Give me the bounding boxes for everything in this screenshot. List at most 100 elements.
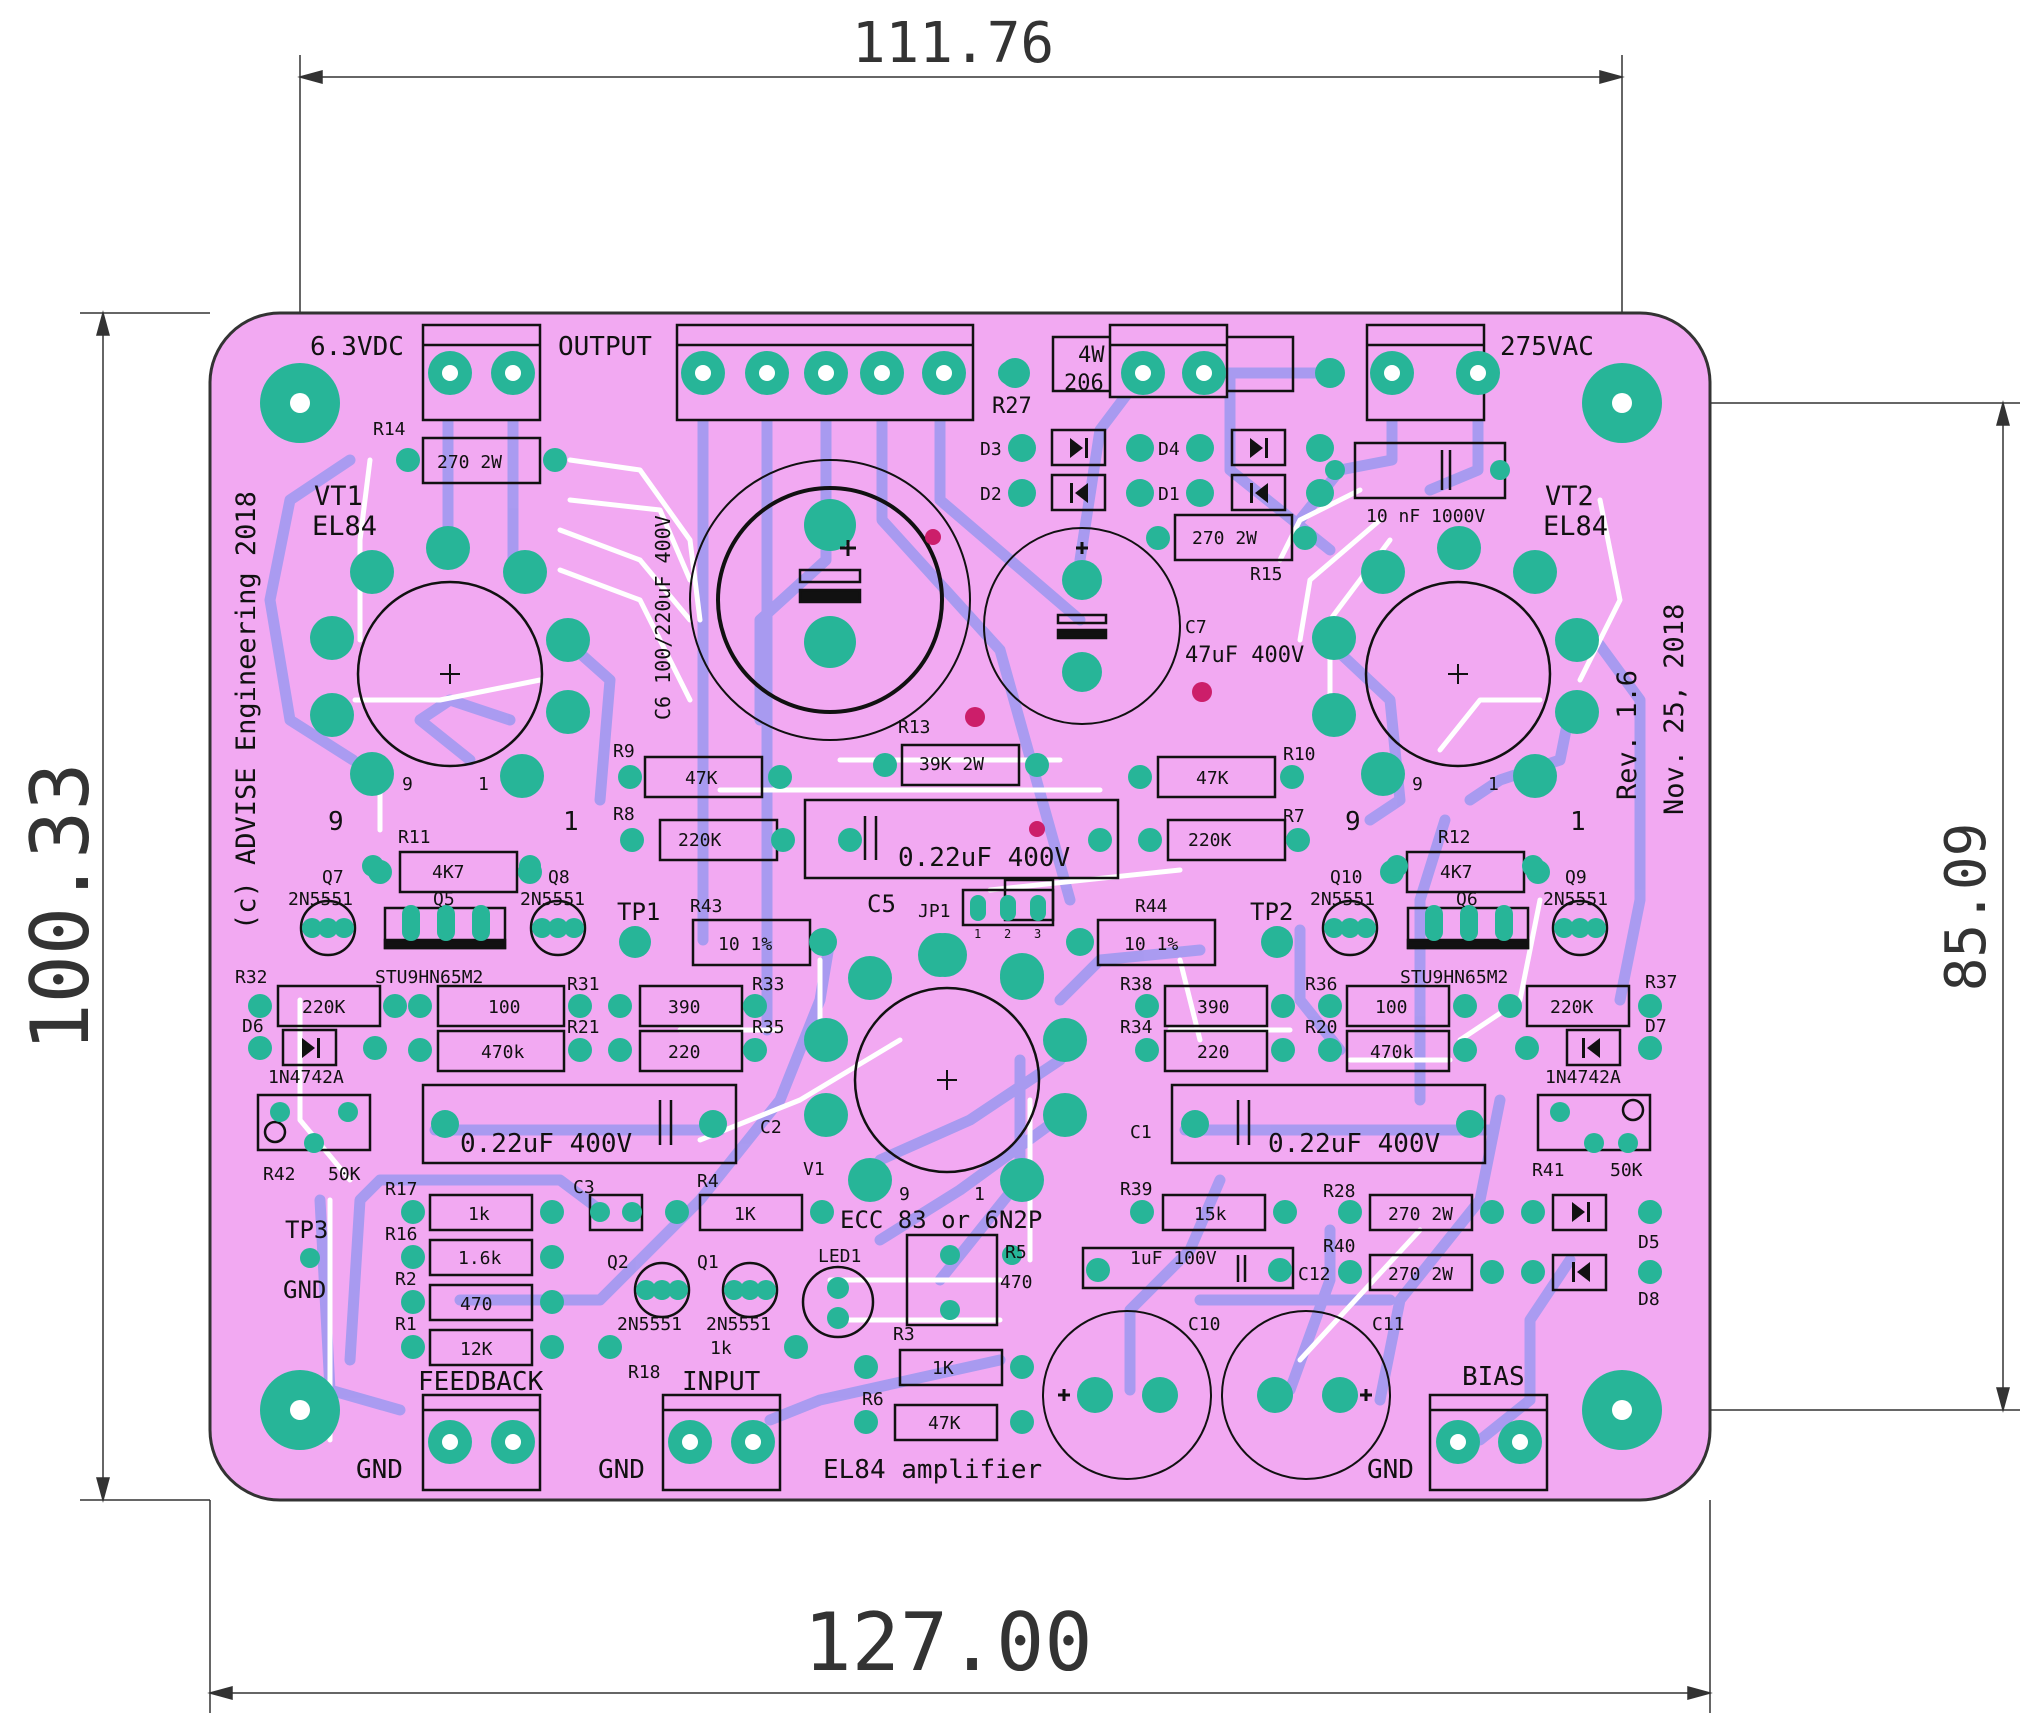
r41-value: 50K [1610, 1160, 1643, 1181]
label-gnd-3: GND [1367, 1455, 1414, 1485]
r17-value: 1k [468, 1204, 490, 1225]
r27-value-1: 4W [1078, 343, 1105, 368]
vt2-pin9: 9 [1412, 774, 1423, 795]
r36-ref: R36 [1305, 974, 1338, 995]
cx-value: 10 nF 1000V [1366, 506, 1485, 527]
c7-value: 47uF 400V [1185, 643, 1304, 668]
label-gnd-2: GND [598, 1455, 645, 1485]
r20-value: 470k [1370, 1042, 1414, 1063]
v1-pin9: 9 [899, 1184, 910, 1205]
board-copyright: (c) ADVISE Engineering 2018 [231, 491, 262, 930]
label-feedback: FEEDBACK [418, 1367, 544, 1397]
q1-value: 2N5551 [706, 1314, 771, 1335]
r33-value: 390 [668, 997, 701, 1018]
q9-ref: Q9 [1565, 867, 1587, 888]
d7-ref: D7 [1645, 1016, 1667, 1037]
d2-ref: D2 [980, 484, 1002, 505]
d6-value: 1N4742A [268, 1067, 344, 1088]
c12-ref: C12 [1298, 1264, 1331, 1285]
r37-value: 220K [1550, 997, 1594, 1018]
label-heater: 6.3VDC [310, 332, 404, 362]
q8-ref: Q8 [548, 867, 570, 888]
q1-ref: Q1 [697, 1252, 719, 1273]
r12-value: 4K7 [1440, 862, 1473, 883]
r39-ref: R39 [1120, 1179, 1153, 1200]
vt1-pin1: 1 [478, 774, 489, 795]
r28-value: 270 2W [1388, 1204, 1453, 1225]
dim-right-height: 85.09 [1934, 823, 1999, 992]
r3-value: 1K [932, 1358, 954, 1379]
c2-value: 0.22uF 400V [460, 1129, 632, 1159]
d6-ref: D6 [242, 1016, 264, 1037]
r32-ref: R32 [235, 967, 268, 988]
tp3-gnd: GND [283, 1276, 326, 1304]
r3-ref: R3 [893, 1324, 915, 1345]
r14-ref: R14 [373, 419, 406, 440]
dimension-lines [80, 55, 2020, 1713]
dim-left-height: 100.33 [14, 763, 107, 1052]
c5-value: 0.22uF 400V [898, 843, 1070, 873]
r42-ref: R42 [263, 1164, 296, 1185]
r8-value: 220K [678, 830, 722, 851]
r31-value: 100 [488, 997, 521, 1018]
pads [248, 351, 1662, 1464]
vias [925, 529, 1212, 837]
tp2-ref: TP2 [1250, 898, 1293, 926]
r40-ref: R40 [1323, 1236, 1356, 1257]
r36-value: 100 [1375, 997, 1408, 1018]
vt2-type: EL84 [1543, 511, 1608, 542]
c10-ref: C10 [1188, 1314, 1221, 1335]
r43-value: 10 1% [718, 934, 772, 955]
d8-ref: D8 [1638, 1289, 1660, 1310]
r42-value: 50K [328, 1164, 361, 1185]
dim-top-width: 111.76 [852, 11, 1054, 76]
c2-ref: C2 [760, 1117, 782, 1138]
label-output: OUTPUT [558, 332, 652, 362]
vt1-pin9b: 9 [328, 807, 344, 837]
r4-value: 1K [734, 1204, 756, 1225]
r15-ref: R15 [1250, 564, 1283, 585]
r8-ref: R8 [613, 804, 635, 825]
d4-ref: D4 [1158, 439, 1180, 460]
q7-ref: Q7 [322, 867, 344, 888]
r10-value: 47K [1196, 768, 1229, 789]
jp1-pin2: 2 [1004, 927, 1011, 941]
q10-value: 2N5551 [1310, 889, 1375, 910]
r32-value: 220K [302, 997, 346, 1018]
c5-ref: C5 [867, 890, 896, 918]
q10-ref: Q10 [1330, 867, 1363, 888]
r27-value-2: 206 [1064, 371, 1104, 396]
r6-ref: R6 [862, 1389, 884, 1410]
v1-type: ECC 83 or 6N2P [840, 1206, 1042, 1234]
q6-value: STU9HN65M2 [1400, 967, 1508, 988]
r2-value: 470 [460, 1294, 493, 1315]
r11-ref: R11 [398, 827, 431, 848]
q2-ref: Q2 [607, 1252, 629, 1273]
r34-value: 220 [1197, 1042, 1230, 1063]
q9-value: 2N5551 [1543, 889, 1608, 910]
label-gnd-1: GND [356, 1455, 403, 1485]
vt2-pin9b: 9 [1345, 807, 1361, 837]
center-marks [440, 664, 1468, 1090]
r44-ref: R44 [1135, 896, 1168, 917]
q8-value: 2N5551 [520, 889, 585, 910]
r18-ref: R18 [628, 1362, 661, 1383]
label-mains: 275VAC [1500, 332, 1594, 362]
d5-ref: D5 [1638, 1232, 1660, 1253]
c7-ref: C7 [1185, 617, 1207, 638]
r14-value: 270 2W [437, 452, 502, 473]
jp1-ref: JP1 [918, 901, 951, 922]
r9-ref: R9 [613, 741, 635, 762]
r27-ref: R27 [992, 394, 1032, 419]
d3-ref: D3 [980, 439, 1002, 460]
r9-value: 47K [685, 768, 718, 789]
silk-outlines [256, 323, 1652, 1492]
r20-ref: R20 [1305, 1017, 1338, 1038]
r7-ref: R7 [1283, 806, 1305, 827]
r39-value: 15k [1194, 1204, 1227, 1225]
r5-ref: R5 [1005, 1242, 1027, 1263]
r1-value: 12K [460, 1339, 493, 1360]
diode-symbols [302, 438, 1600, 1282]
q5-value: STU9HN65M2 [375, 967, 483, 988]
